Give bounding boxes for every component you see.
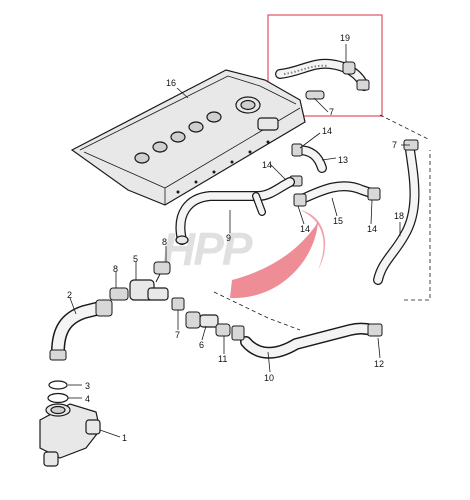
callout-13: 13 (338, 155, 348, 165)
callout-14-b: 14 (262, 160, 272, 170)
hose-19 (275, 58, 370, 100)
callout-8-left: 8 (113, 264, 118, 274)
callout-11: 11 (218, 354, 227, 364)
callout-12: 12 (374, 359, 384, 369)
highlight-box (267, 14, 383, 117)
callout-16: 16 (166, 78, 176, 88)
hose-15 (293, 181, 381, 207)
callout-7-mid: 7 (175, 330, 180, 340)
callout-15: 15 (333, 216, 343, 226)
callouts: 16 19 7 14 13 14 7 14 15 14 18 9 8 8 5 2… (67, 33, 404, 443)
callout-7-top: 7 (329, 107, 334, 117)
callout-18: 18 (394, 211, 404, 221)
callout-14-d: 14 (367, 224, 377, 234)
callout-1: 1 (122, 433, 127, 443)
callout-7-right: 7 (392, 140, 397, 150)
hose-13 (289, 143, 327, 187)
pipe-6 (171, 297, 231, 337)
hose-2 (49, 299, 113, 361)
callout-9: 9 (226, 233, 231, 243)
hose-10 (231, 322, 383, 359)
connector-5 (109, 261, 171, 301)
callout-2: 2 (67, 290, 72, 300)
dashed-lines (213, 114, 431, 331)
callout-6: 6 (199, 340, 204, 350)
watermark-swoosh (230, 222, 318, 299)
callout-4: 4 (85, 394, 90, 404)
hose-18 (373, 139, 420, 285)
callout-14-a: 14 (322, 126, 332, 136)
callout-3: 3 (85, 381, 90, 391)
hose-9 (175, 177, 295, 245)
leader-lines (68, 44, 410, 438)
callout-8-top: 8 (162, 237, 167, 247)
callout-5: 5 (133, 254, 138, 264)
callout-14-c: 14 (300, 224, 310, 234)
valve-cover (70, 69, 306, 206)
callout-10: 10 (264, 373, 274, 383)
valve-1 (39, 380, 101, 467)
callout-19: 19 (340, 33, 350, 43)
